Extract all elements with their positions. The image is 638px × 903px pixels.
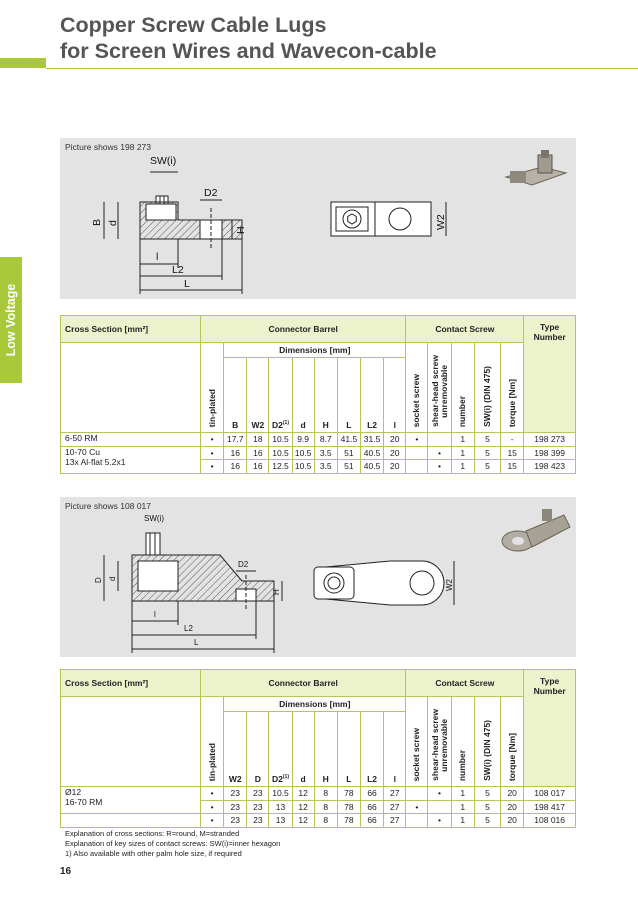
- col-dimensions-2: Dimensions [mm]: [223, 696, 407, 712]
- col-torque-2: torque [Nm]: [500, 696, 525, 787]
- drawing-panel-2: Picture shows 108 017 SW: [60, 497, 576, 657]
- label-h-1: H: [235, 226, 247, 234]
- col-number-2: number: [450, 696, 475, 787]
- col-cross-section-1: Cross Section [mm²]: [59, 315, 202, 343]
- col-number-1: number: [450, 342, 475, 433]
- page-title: Copper Screw Cable Lugs for Screen Wires…: [60, 12, 437, 64]
- col-w2-2: W2: [223, 711, 248, 787]
- footnotes: Explanation of cross sections: R=round, …: [65, 829, 280, 859]
- col-d-2: d: [291, 711, 315, 787]
- col-l-small-1: l: [383, 357, 407, 433]
- side-view-2: [103, 532, 283, 653]
- label-b-1: B: [91, 219, 103, 226]
- col-contact-screw-2: Contact Screw: [405, 669, 525, 697]
- cross-blank-2: [59, 696, 202, 787]
- top-view-1: [330, 201, 447, 237]
- col-socket-screw-2: socket screw: [405, 696, 429, 787]
- footnote-3: 1) Also available with other palm hole s…: [65, 849, 242, 858]
- label-swi-1: SW(i): [150, 155, 176, 167]
- footnote-2: Explanation of key sizes of contact scre…: [65, 839, 281, 848]
- col-swi-2: SW(i) (DIN 475): [473, 696, 502, 787]
- label-d-2: d: [108, 577, 117, 581]
- col-d2-2: D2(1): [268, 711, 293, 787]
- col-d-1: d: [291, 357, 315, 433]
- label-l2-1: L2: [172, 264, 184, 276]
- col-h-2: H: [313, 711, 338, 787]
- col-l2-2: L2: [359, 711, 385, 787]
- spec-table-2: Cross Section [mm²] Connector Barrel Con…: [59, 669, 576, 828]
- col-contact-screw-1: Contact Screw: [405, 315, 525, 343]
- col-torque-1: torque [Nm]: [500, 342, 525, 433]
- col-l-1: L: [336, 357, 361, 433]
- label-l2-2: L2: [184, 624, 193, 633]
- spec-table-1: Cross Section [mm²] Connector Barrel Con…: [59, 315, 576, 474]
- col-socket-screw-1: socket screw: [405, 342, 429, 433]
- side-view-1: [103, 171, 243, 294]
- col-tin-plated-1: tin-plated: [200, 342, 225, 433]
- drawing-caption-2: Picture shows 108 017: [65, 501, 151, 511]
- side-tab: Low Voltage: [0, 257, 22, 383]
- label-h-2: H: [272, 589, 281, 595]
- col-tin-plated-2: tin-plated: [200, 696, 225, 787]
- col-w2-1: W2: [246, 357, 270, 433]
- drawing-panel-1: Picture shows 198 273: [60, 138, 576, 299]
- technical-drawing-2: SW(i) D2 D d H l L2 L W2: [94, 514, 455, 653]
- col-l-small-2: l: [383, 711, 407, 787]
- label-dbig-2: D: [94, 577, 103, 583]
- title-rule: [46, 68, 638, 69]
- page-title-line2: for Screen Wires and Wavecon-cable: [60, 39, 437, 63]
- col-b-1: B: [223, 357, 248, 433]
- label-l-small-1: l: [156, 251, 158, 263]
- col-d2-1: D2(1): [268, 357, 293, 433]
- page-title-line1: Copper Screw Cable Lugs: [60, 13, 327, 37]
- label-l-small-2: l: [154, 610, 156, 619]
- col-connector-barrel-2: Connector Barrel: [200, 669, 407, 697]
- label-w2-1: W2: [435, 214, 447, 230]
- top-view-2: [313, 560, 455, 606]
- footnote-1: Explanation of cross sections: R=round, …: [65, 829, 240, 838]
- product-photo-198273: [504, 150, 568, 186]
- label-l-2: L: [194, 638, 199, 647]
- drawing-caption-1: Picture shows 198 273: [65, 142, 151, 152]
- cross-blank-1: [59, 342, 202, 433]
- col-connector-barrel-1: Connector Barrel: [200, 315, 407, 343]
- label-swi-2: SW(i): [144, 514, 164, 523]
- col-l2-1: L2: [359, 357, 385, 433]
- title-accent-bar: [0, 58, 46, 68]
- col-swi-1: SW(i) (DIN 475): [473, 342, 502, 433]
- col-h-1: H: [313, 357, 338, 433]
- col-l-2: L: [336, 711, 361, 787]
- page-number: 16: [60, 866, 72, 877]
- product-photo-108017: [501, 509, 571, 552]
- col-dimensions-1: Dimensions [mm]: [223, 342, 407, 358]
- col-cross-section-2: Cross Section [mm²]: [59, 669, 202, 697]
- label-l-1: L: [184, 278, 190, 290]
- side-tab-label: Low Voltage: [4, 283, 18, 357]
- technical-drawing-1: SW(i) D2 B d H l L2 L W2: [91, 155, 447, 294]
- label-d-1: d: [107, 220, 119, 226]
- label-d2-1: D2: [204, 187, 218, 199]
- col-dbig-2: D: [246, 711, 270, 787]
- label-d2-2: D2: [238, 560, 249, 569]
- label-w2-2: W2: [445, 578, 454, 591]
